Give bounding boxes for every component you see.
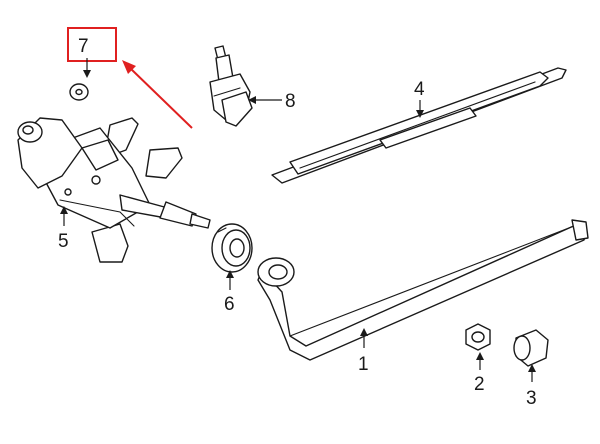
callout-1: 1	[358, 328, 369, 375]
part-5-wiper-motor	[17, 117, 211, 263]
highlight-arrowhead	[122, 60, 136, 74]
callout-6-arrowhead	[226, 270, 234, 278]
callout-8: 8	[248, 91, 296, 112]
callout-5-arrowhead	[60, 206, 68, 214]
callout-3-label: 3	[526, 388, 537, 409]
callout-4: 4	[414, 79, 425, 118]
part-8-nozzle	[209, 45, 253, 127]
callout-1-arrowhead	[360, 328, 368, 336]
part-7-washer	[69, 83, 89, 101]
highlight-box	[67, 27, 117, 62]
callout-2: 2	[474, 352, 485, 395]
callout-1-label: 1	[358, 354, 369, 375]
callout-2-label: 2	[474, 374, 485, 395]
callout-5-label: 5	[58, 231, 69, 252]
part-4-wiper-blade	[271, 67, 567, 184]
callout-7: 7	[67, 27, 193, 129]
callout-6: 6	[224, 270, 235, 315]
callout-2-arrowhead	[476, 352, 484, 360]
part-3-cap	[513, 329, 549, 367]
callout-4-arrowhead	[416, 110, 424, 118]
callout-8-arrowhead	[248, 96, 256, 104]
callout-3: 3	[526, 364, 537, 409]
callout-7-label: 7	[78, 36, 89, 57]
part-1-wiper-arm	[257, 219, 589, 361]
highlight-arrow	[129, 67, 193, 129]
part-6-seal	[211, 223, 253, 273]
callout-3-arrowhead	[528, 364, 536, 372]
callout-7-arrowhead	[83, 70, 91, 78]
callout-5: 5	[58, 206, 69, 252]
part-2-nut	[465, 323, 491, 351]
callout-6-label: 6	[224, 294, 235, 315]
callout-4-label: 4	[414, 79, 425, 100]
callout-8-label: 8	[285, 91, 296, 112]
